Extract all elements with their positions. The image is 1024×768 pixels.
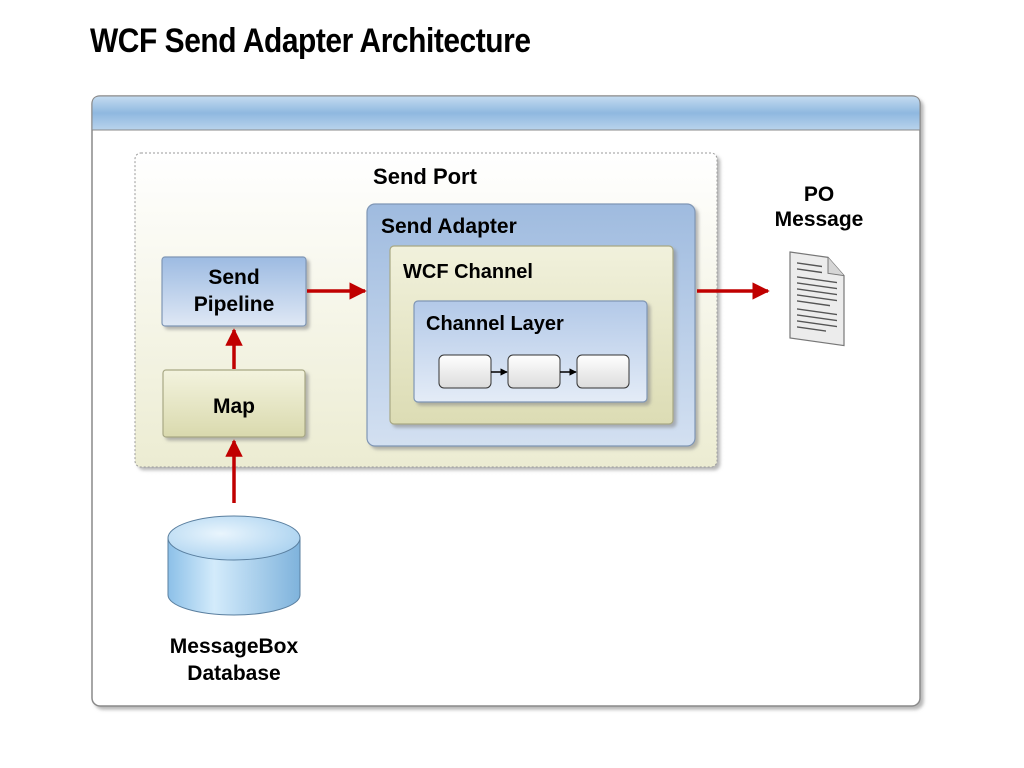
channel-element-1 bbox=[438, 354, 492, 389]
channel-element-2 bbox=[507, 354, 561, 389]
send-pipeline-box: Send Pipeline bbox=[161, 256, 307, 327]
database-label-line1: MessageBox bbox=[170, 635, 299, 658]
database-label-line2: Database bbox=[187, 662, 280, 685]
send-pipeline-label-line1: Send bbox=[208, 266, 259, 289]
page-title: WCF Send Adapter Architecture bbox=[90, 22, 531, 60]
document-icon bbox=[789, 251, 845, 347]
channel-layer-box: Channel Layer bbox=[413, 300, 648, 403]
send-pipeline-label-line2: Pipeline bbox=[194, 293, 275, 316]
database-icon bbox=[167, 515, 301, 616]
po-message-label-line2: Message bbox=[775, 208, 864, 231]
channel-layer-label: Channel Layer bbox=[426, 313, 564, 335]
send-adapter-label: Send Adapter bbox=[381, 215, 517, 238]
po-message-label-line1: PO bbox=[804, 183, 834, 206]
map-label: Map bbox=[213, 395, 255, 418]
send-port-label: Send Port bbox=[373, 164, 478, 189]
wcf-channel-label: WCF Channel bbox=[403, 261, 533, 283]
map-box: Map bbox=[162, 369, 306, 438]
channel-element-3 bbox=[576, 354, 630, 389]
panel-header-bar bbox=[91, 95, 921, 131]
